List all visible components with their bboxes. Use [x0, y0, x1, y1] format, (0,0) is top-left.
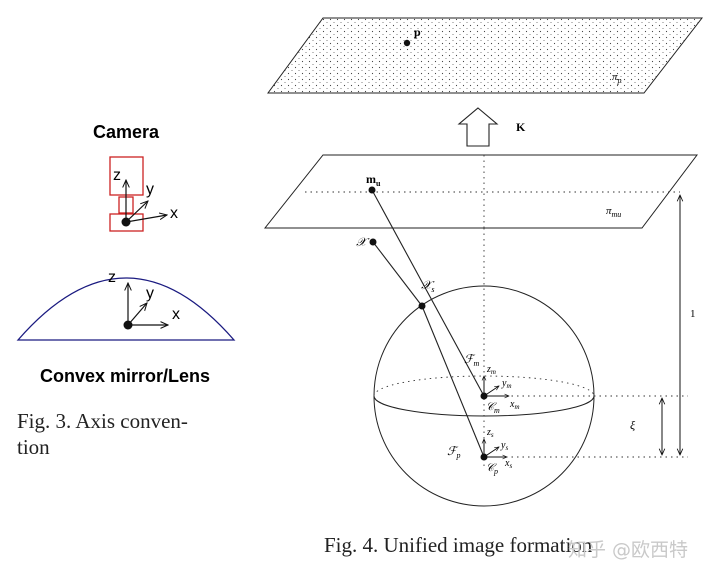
svg-text:ys: ys [500, 440, 508, 452]
svg-text:x: x [170, 205, 178, 222]
svg-text:ξ: ξ [630, 418, 636, 432]
projection-rays [368, 186, 488, 461]
projection-k-arrow: K [457, 107, 526, 147]
dimension-one: 1 [680, 195, 696, 455]
mirror-frame-fm: ℱm zm ym 𝒞m xm [464, 352, 520, 415]
svg-text:Convex mirror/Lens: Convex mirror/Lens [40, 366, 210, 386]
svg-text:ℱp: ℱp [447, 444, 460, 460]
svg-text:p: p [414, 25, 421, 39]
svg-text:𝒞p: 𝒞p [486, 462, 498, 476]
svg-text:z: z [108, 269, 116, 286]
watermark: 知乎 @欧西特 [568, 539, 689, 561]
svg-text:zs: zs [486, 427, 494, 439]
camera-frame-fp: ℱp zs ys 𝒞p xs [447, 427, 512, 476]
svg-text:zm: zm [486, 364, 496, 376]
camera-axes: z y x [113, 167, 178, 227]
mirror-axes: z y x [108, 269, 180, 330]
svg-text:πp: πp [612, 71, 622, 85]
mirror-arc [16, 277, 236, 341]
svg-text:ℱm: ℱm [464, 352, 479, 368]
fig3-caption-line2: tion [17, 435, 50, 459]
svg-text:1: 1 [690, 308, 696, 320]
fig3-caption-line1: Fig. 3. Axis conven- [17, 409, 188, 433]
svg-text:𝒞m: 𝒞m [486, 401, 500, 415]
svg-text:πmu: πmu [606, 205, 621, 219]
svg-text:xm: xm [509, 399, 520, 411]
svg-text:Camera: Camera [93, 122, 160, 142]
svg-text:y: y [146, 181, 154, 198]
svg-text:K: K [516, 120, 526, 134]
svg-text:𝒳: 𝒳 [356, 235, 370, 249]
svg-text:z: z [113, 167, 121, 184]
image-plane-pi-p: p πp [267, 17, 704, 94]
normalized-plane-pi-mu: πmu [263, 154, 699, 229]
fig3-camera-title: Camera [93, 122, 160, 142]
svg-text:mu: mu [366, 172, 381, 188]
dimension-xi: ξ [630, 398, 662, 455]
fig3-mirror-title: Convex mirror/Lens [40, 366, 210, 386]
svg-text:ym: ym [501, 378, 512, 390]
fig4-caption: Fig. 4. Unified image formation [324, 533, 593, 557]
svg-text:x: x [172, 306, 180, 323]
svg-text:𝒳s: 𝒳s [421, 278, 435, 294]
svg-text:y: y [146, 285, 154, 302]
svg-text:xs: xs [504, 458, 512, 470]
